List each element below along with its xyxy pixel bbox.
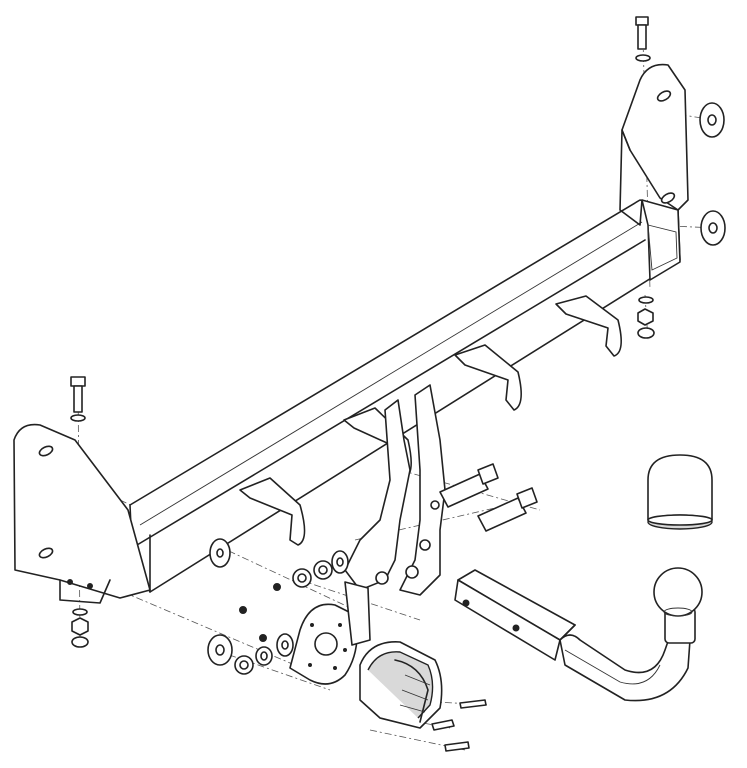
left-side-bracket bbox=[13, 376, 151, 648]
right-side-bracket bbox=[619, 16, 726, 339]
nuts-and-washers bbox=[207, 550, 349, 675]
tow-hook-bracket bbox=[209, 384, 446, 596]
tow-ball bbox=[653, 567, 703, 644]
bolts bbox=[431, 463, 538, 752]
removable-tow-bar bbox=[454, 569, 691, 702]
socket-mounting-plate bbox=[289, 581, 371, 685]
tow-ball-cover bbox=[647, 454, 713, 530]
crossbar bbox=[129, 199, 681, 593]
electrical-socket bbox=[359, 641, 443, 729]
